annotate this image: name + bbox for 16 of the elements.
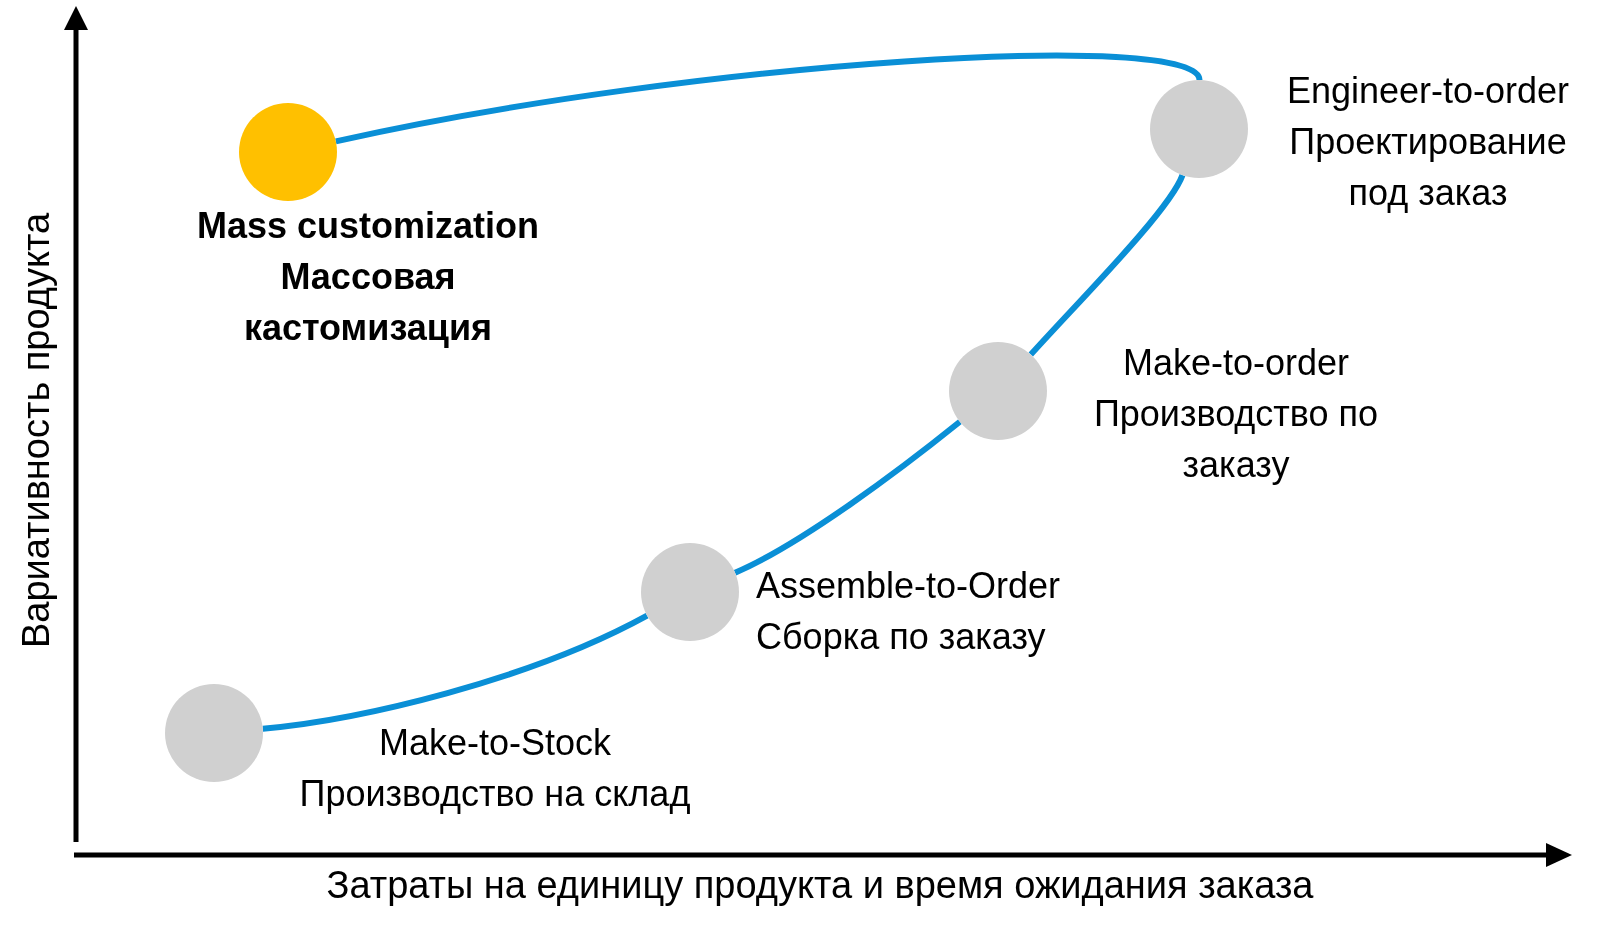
stage-label: Сборка по заказу	[756, 615, 1046, 659]
stage-label: Массовая кастомизация	[242, 255, 494, 350]
y-axis-label: Вариативность продукта	[14, 212, 58, 648]
stage-label: Engineer-to-order	[1286, 69, 1570, 113]
stage-label: Make-to-Stock	[378, 721, 612, 765]
stage-label: Проектирование под заказ	[1288, 120, 1568, 215]
stage-label: Make-to-order	[1122, 341, 1350, 385]
curve-connector	[335, 52, 1202, 145]
curve-connector	[733, 419, 962, 576]
stage-label: Производство по заказу	[1092, 392, 1380, 487]
curve-connector	[262, 612, 649, 732]
stage-label: Assemble-to-Order	[756, 564, 1061, 608]
x-axis-label: Затраты на единицу продукта и время ожидания заказа	[326, 863, 1314, 907]
curve-connector	[1028, 173, 1186, 357]
stage-label: Mass customization	[196, 204, 540, 248]
stage-label: Производство на склад	[299, 772, 691, 816]
